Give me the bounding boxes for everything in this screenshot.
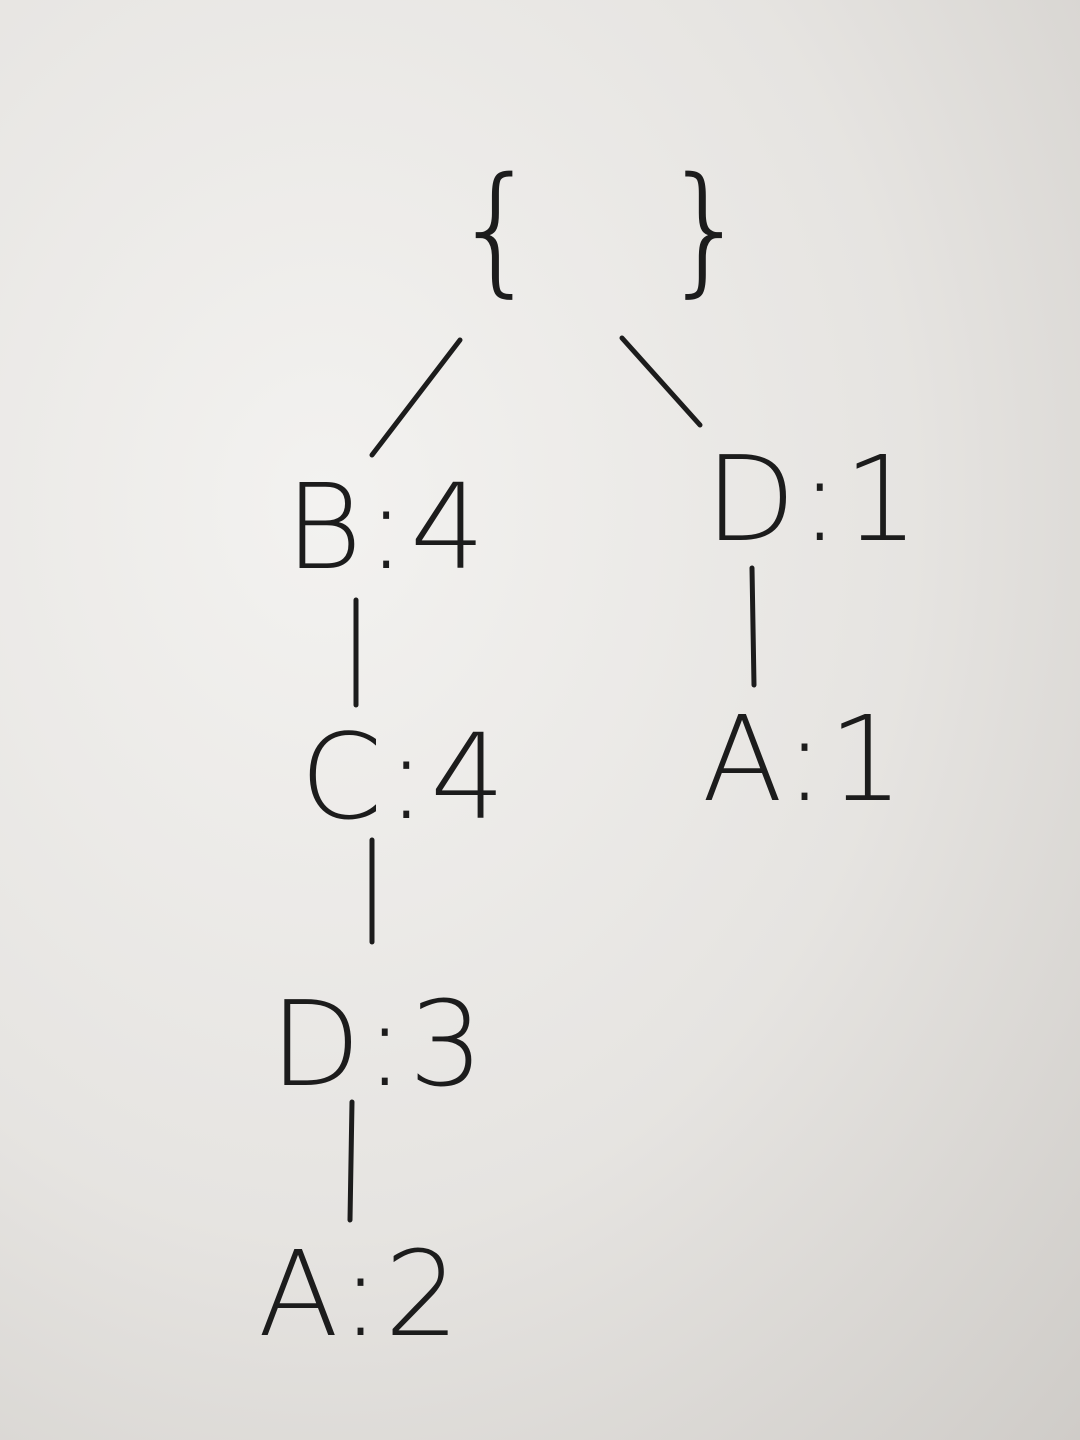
edge-root-b4 [369, 337, 463, 458]
node-d1: D:1 [705, 430, 923, 568]
node-a1: A:1 [702, 690, 908, 828]
node-c4: C:4 [300, 708, 510, 846]
edge-d3-a2 [347, 1099, 355, 1223]
edge-root-d1 [619, 335, 703, 428]
node-d3: D:3 [270, 975, 488, 1113]
root-node: { } [452, 148, 789, 311]
edge-d1-a1 [749, 565, 757, 688]
node-b4: B:4 [285, 458, 490, 596]
node-a2: A:2 [258, 1225, 464, 1363]
